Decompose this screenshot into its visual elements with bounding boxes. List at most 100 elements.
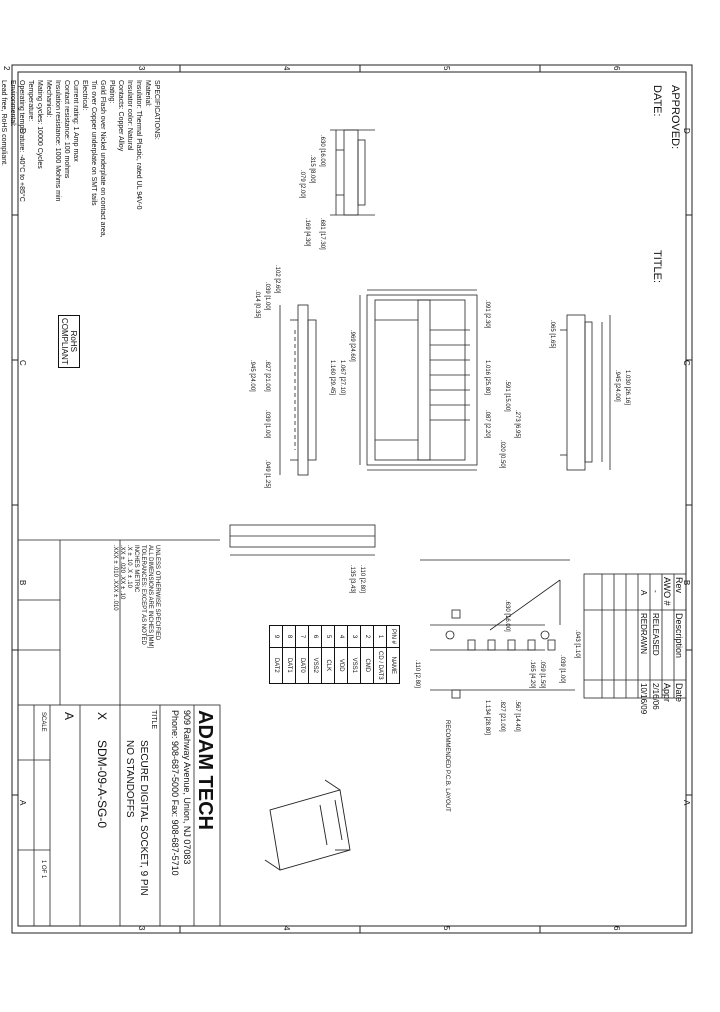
zone-num-6: 6 xyxy=(612,66,621,71)
date-label: DATE: xyxy=(651,85,663,117)
spec-line: Environmental: xyxy=(9,80,16,127)
dimension-label: .043 [1.10] xyxy=(574,630,580,659)
dimension-label: 1.160 [29.45] xyxy=(329,360,335,396)
tolerance-line: UNLESS OTHERWISE SPECIFIED xyxy=(154,545,160,641)
spec-line: Contacts: Copper Alloy xyxy=(117,80,124,152)
dimension-label: .969 [24.60] xyxy=(349,330,355,362)
dimension-label: .630 [16.00] xyxy=(504,600,510,632)
rev-label: A xyxy=(62,712,76,721)
dimension-label: .039 [1.00] xyxy=(264,410,270,439)
zone-num-4: 4 xyxy=(282,66,291,71)
zone-letter-b-bottom: B xyxy=(18,580,27,586)
spec-line: Plating: xyxy=(108,80,115,104)
spec-line: Temperature: xyxy=(27,80,34,122)
pin-number: 7 xyxy=(295,625,309,648)
spec-line: Operating temperature: -40°C to +85°C xyxy=(18,80,25,202)
dimension-label: .273 [6.95] xyxy=(514,410,520,439)
zone-letter-a-bottom: A xyxy=(18,800,27,806)
pin-name: CD / DAT3 xyxy=(373,647,387,684)
dimension-label: .091 [2.30] xyxy=(484,300,490,329)
dimension-label: 1.134 [28.80] xyxy=(484,700,490,736)
spec-line: SPECIFICATIONS: xyxy=(153,80,160,140)
dimension-label: .110 [2.80] xyxy=(359,565,365,593)
company-address: 909 Rahway Avenue, Union, NJ 07083 xyxy=(182,710,192,865)
part-subtitle: NO STANDOFFS xyxy=(124,740,135,818)
dimension-label: .681 [17.30] xyxy=(319,218,325,250)
pin-number: 2 xyxy=(360,625,374,648)
dimension-label: 1.016 [25.80] xyxy=(484,360,490,396)
dimension-label: .014 [0.35] xyxy=(254,290,260,319)
scale-label: SCALE xyxy=(40,712,46,732)
spec-line: Electrical: xyxy=(81,80,88,111)
dimension-label: .065 [1.65] xyxy=(549,320,555,349)
dimension-label: .079 [2.00] xyxy=(299,170,305,199)
zone-letter-c-bottom: C xyxy=(18,360,27,366)
zone-letter-a: A xyxy=(682,800,691,806)
dimension-label: .020 [0.50] xyxy=(499,440,505,469)
dimension-label: .049 [1.25] xyxy=(264,460,270,489)
pin-number: 4 xyxy=(334,625,348,648)
spec-line: Insulation resistance: 1000 Mohms min xyxy=(54,80,61,202)
dimension-label: .039 [1.00] xyxy=(264,282,270,311)
rev-row-description: REDRAWN xyxy=(639,613,648,655)
tolerance-line: TOLERANCES: EXCEPT AS NOTED xyxy=(140,545,146,645)
rev-row-date: 10/16/09 xyxy=(639,683,648,715)
dimension-label: .945 [24.00] xyxy=(249,360,255,392)
pcb-layout-caption: RECOMMENDED P.C.B. LAYOUT xyxy=(444,720,450,812)
dimension-label: .087 [2.20] xyxy=(484,410,490,439)
pin-number: 1 xyxy=(373,625,387,648)
pin-number: 6 xyxy=(308,625,322,648)
spec-line: Current rating: 1 Amp max xyxy=(72,80,79,162)
spec-line: Material: xyxy=(144,80,151,107)
zone-letter-d: D xyxy=(682,128,691,134)
spec-line: Tin over Copper underplate on SMT tails xyxy=(90,80,97,206)
rohs-text: RoHS xyxy=(69,330,78,352)
rohs-compliant-text: COMPLIANT xyxy=(60,318,69,365)
company-phone: Phone: 908-687-5000 Fax: 908-687-5710 xyxy=(170,710,180,876)
size-label: X xyxy=(95,712,109,721)
pin-name: VSS2 xyxy=(308,647,322,684)
pin-name: VDD xyxy=(334,647,348,684)
dimension-label: .945 [24.00] xyxy=(614,370,620,402)
dimension-label: .827 [21.00] xyxy=(264,360,270,392)
pin-name: DAT2 xyxy=(269,647,283,684)
tolerance-line: ALL DIMENSIONS ARE INCHES [MM] xyxy=(147,545,153,649)
dimension-label: .827 [21.00] xyxy=(499,700,505,732)
spec-line: Gold Flash over Nickel underplate on con… xyxy=(99,80,106,238)
zone-num-3-right: 3 xyxy=(137,926,146,931)
zone-num-6-right: 6 xyxy=(612,926,621,931)
rev-row-rev: A xyxy=(639,590,648,596)
tolerance-line: .XXX ± .010 .XXX ± .010 xyxy=(112,545,118,611)
rev-header-date: Date xyxy=(674,683,684,703)
zone-letter-c: C xyxy=(682,360,691,366)
company-name: ADAM TECH xyxy=(194,710,216,830)
tolerance-line: .X ± .10 .X ± .10 xyxy=(126,545,132,588)
dimension-label: 1.067 [27.10] xyxy=(339,360,345,396)
dimension-label: .630 [16.00] xyxy=(319,135,325,167)
part-title: SECURE DIGITAL SOCKET, 9 PIN xyxy=(138,740,149,896)
pin-header: PIN # xyxy=(386,625,400,648)
pin-number: 9 xyxy=(269,625,283,648)
name-header: NAME xyxy=(386,647,400,684)
dimension-label: .102 [2.60] xyxy=(274,265,280,294)
rev-row-date: 2/16/06 xyxy=(651,683,660,710)
zone-num-3: 3 xyxy=(137,66,146,71)
spec-line: Insulator: Thermal Plastic, rated UL 94V… xyxy=(135,80,142,210)
zone-num-5: 5 xyxy=(442,66,451,71)
pin-number: 8 xyxy=(282,625,296,648)
pin-name: VSS1 xyxy=(347,647,361,684)
rohs-compliance-mark: RoHS COMPLIANT xyxy=(58,315,80,368)
pin-name: CMD xyxy=(360,647,374,684)
rev-row-rev: - xyxy=(651,590,660,593)
dimension-label: .039 [1.00] xyxy=(559,655,565,684)
dimension-label: .315 [8.00] xyxy=(309,155,315,184)
